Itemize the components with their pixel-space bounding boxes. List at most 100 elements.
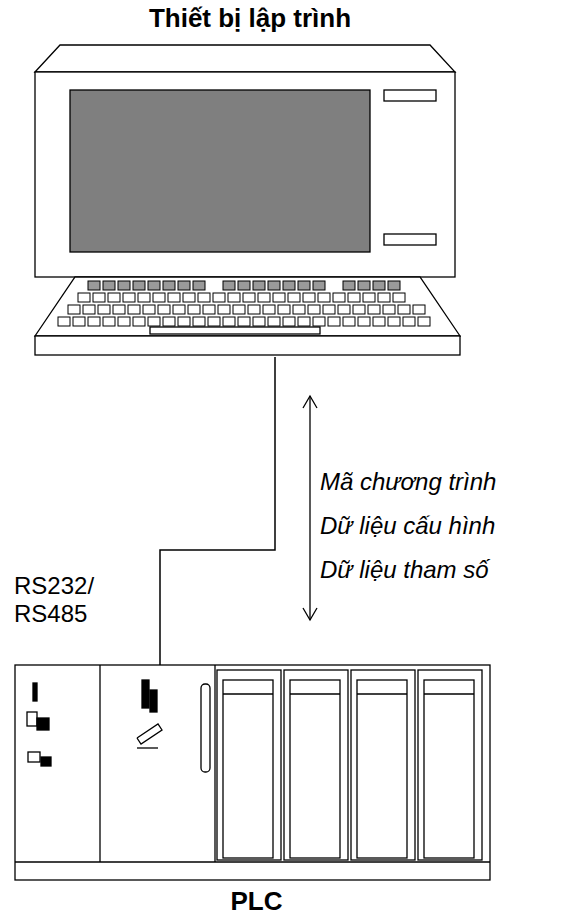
key [378, 293, 390, 302]
key [178, 281, 190, 290]
key [333, 293, 345, 302]
key [343, 317, 355, 326]
key [93, 293, 105, 302]
key [313, 317, 325, 326]
computer-node: Thiết bị lập trình [30, 4, 470, 357]
key [253, 317, 265, 326]
data-flow-label: Mã chương trình [320, 468, 496, 496]
cpu-key [137, 724, 162, 744]
interface-label: RS232/ RS485 [14, 572, 114, 627]
key [203, 305, 215, 314]
key [338, 305, 350, 314]
key [363, 293, 375, 302]
key [303, 293, 315, 302]
key [238, 317, 250, 326]
key [388, 317, 400, 326]
key [98, 305, 110, 314]
key [413, 305, 425, 314]
key [273, 293, 285, 302]
plc-node: PLC [12, 665, 501, 917]
key [248, 305, 260, 314]
key [153, 293, 165, 302]
key [358, 281, 370, 290]
key [223, 281, 235, 290]
key [143, 305, 155, 314]
key [88, 281, 100, 290]
key [198, 293, 210, 302]
node-title: Thiết bị lập trình [30, 4, 470, 34]
key [168, 293, 180, 302]
key [73, 317, 85, 326]
key [233, 305, 245, 314]
key [213, 293, 225, 302]
key [118, 281, 130, 290]
key [383, 305, 395, 314]
io-module-front [223, 680, 273, 858]
module-divider [214, 665, 215, 862]
ps-terminal [41, 757, 51, 766]
ps-terminal [28, 752, 40, 762]
key [128, 305, 140, 314]
arrow-head [303, 396, 317, 408]
key [278, 305, 290, 314]
key [348, 293, 360, 302]
monitor-screen [70, 90, 370, 252]
key [123, 293, 135, 302]
monitor-top [35, 45, 455, 72]
key [103, 281, 115, 290]
io-module [217, 670, 281, 860]
ps-led [33, 683, 37, 701]
io-module-front [424, 680, 474, 858]
monitor-button [384, 90, 436, 101]
key [158, 305, 170, 314]
key [258, 293, 270, 302]
key [393, 293, 405, 302]
keyboard-base [35, 336, 460, 355]
io-module [284, 670, 348, 860]
key [223, 317, 235, 326]
key [103, 317, 115, 326]
key [293, 305, 305, 314]
key [68, 305, 80, 314]
key [88, 317, 100, 326]
flow-arrow [309, 396, 310, 620]
io-module [418, 670, 482, 860]
key [238, 281, 250, 290]
key [353, 305, 365, 314]
key [268, 281, 280, 290]
key [263, 305, 275, 314]
module-divider [99, 665, 100, 862]
cpu-leds [142, 680, 149, 708]
key [193, 317, 205, 326]
data-flow-label: Dữ liệu cấu hình [320, 512, 495, 540]
key [418, 317, 430, 326]
key [318, 293, 330, 302]
cpu-key [137, 747, 158, 748]
key [398, 305, 410, 314]
key [108, 293, 120, 302]
io-module-label [424, 693, 474, 694]
arrow-head [303, 608, 317, 620]
io-module-front [357, 680, 407, 858]
key [373, 281, 385, 290]
cpu-leds [150, 690, 157, 712]
io-modules [217, 670, 482, 860]
key [193, 281, 205, 290]
ps-switch [27, 712, 37, 726]
key [323, 305, 335, 314]
key [208, 317, 220, 326]
io-module-label [357, 693, 407, 694]
key [288, 293, 300, 302]
key [368, 305, 380, 314]
rack-rail [15, 861, 490, 862]
key [388, 281, 400, 290]
ps-switch [37, 718, 49, 730]
key [163, 281, 175, 290]
key [83, 305, 95, 314]
key [328, 317, 340, 326]
key [178, 317, 190, 326]
cable [160, 357, 275, 665]
key [313, 281, 325, 290]
